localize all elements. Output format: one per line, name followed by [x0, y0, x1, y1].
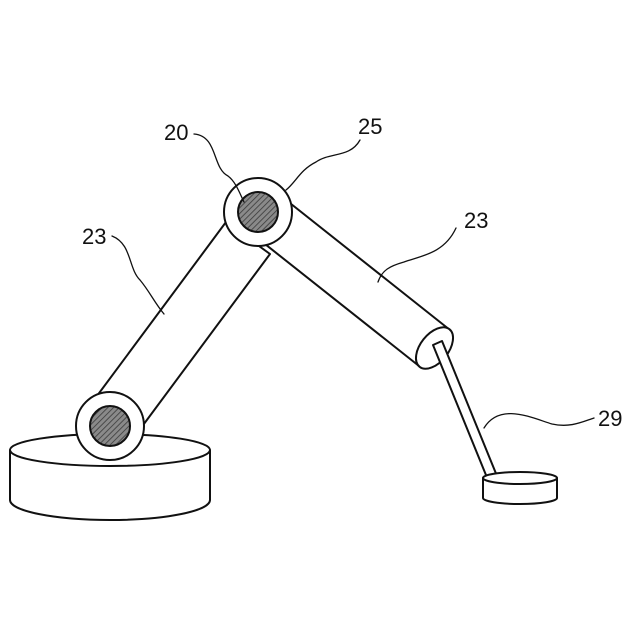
label-tool-29: 29: [598, 406, 622, 431]
leader-line-29: [484, 414, 594, 428]
tool-rod: [433, 341, 497, 480]
label-ring-25: 25: [358, 114, 382, 139]
leader-line-23-left: [112, 236, 164, 314]
elbow-joint: [224, 178, 292, 246]
label-arm-23-right: 23: [464, 208, 488, 233]
shoulder-joint: [76, 392, 144, 460]
label-joint-20: 20: [164, 120, 188, 145]
leader-line-23-right: [378, 228, 456, 282]
leader-line-25: [286, 140, 360, 190]
label-arm-23-left: 23: [82, 224, 106, 249]
tool-pad: [483, 472, 557, 504]
